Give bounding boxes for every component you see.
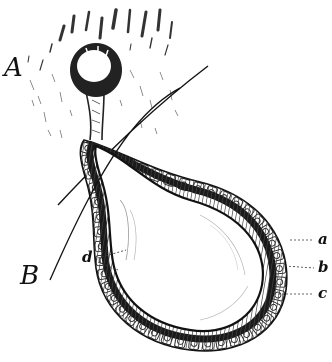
gland-duct <box>86 92 104 140</box>
pore-opening <box>70 43 122 97</box>
label-b: b <box>318 258 329 276</box>
label-A: A <box>2 53 23 83</box>
label-d: d <box>82 248 93 266</box>
label-B: B <box>19 261 39 291</box>
label-c: c <box>318 284 327 302</box>
gland-body <box>0 120 332 360</box>
label-a: a <box>318 230 328 248</box>
